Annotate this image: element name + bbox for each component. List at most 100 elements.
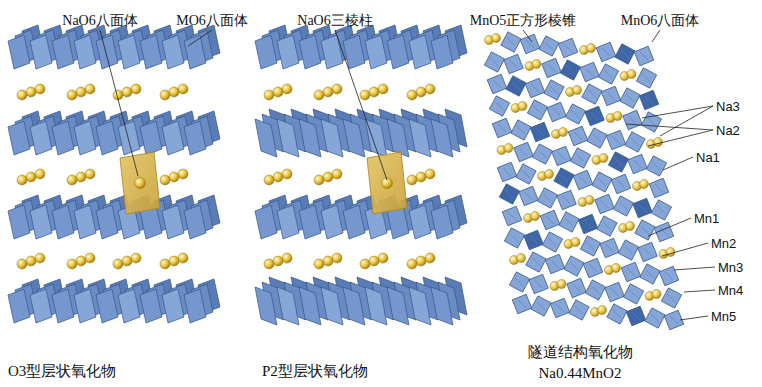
na-ion xyxy=(531,212,540,221)
leader-line xyxy=(648,130,713,146)
mo6-octahedron xyxy=(140,35,162,69)
octahedron-edge xyxy=(584,220,592,228)
octahedron-edge xyxy=(602,48,610,56)
mno6-octahedron xyxy=(511,120,531,140)
mno5-pyramid xyxy=(626,306,646,326)
octahedron-edge xyxy=(556,304,564,312)
polyhedron-label: MnO6八面体 xyxy=(621,13,700,28)
mo6-octahedron xyxy=(8,121,30,155)
mo6-octahedron xyxy=(162,205,184,239)
na-ion xyxy=(585,196,594,205)
mno6-octahedron xyxy=(509,272,529,292)
mo6-octahedron xyxy=(96,205,118,239)
mno6-octahedron xyxy=(598,64,618,84)
na-ion xyxy=(273,256,283,266)
mno6-octahedron xyxy=(559,212,579,232)
octahedron-edge xyxy=(625,246,633,254)
mno6-octahedron xyxy=(512,294,532,314)
mno6-octahedron xyxy=(607,304,627,324)
octahedron-edge xyxy=(550,86,558,94)
mno6-octahedron xyxy=(661,288,681,308)
mno6-octahedron xyxy=(646,156,666,176)
mo6-octahedron xyxy=(431,205,453,239)
mno6-octahedron xyxy=(501,32,521,52)
mno6-octahedron xyxy=(638,242,658,262)
octahedron-edge xyxy=(516,278,524,286)
mno6-octahedron xyxy=(651,200,671,220)
na-ion xyxy=(76,256,86,266)
mno6-octahedron xyxy=(502,206,522,226)
mno6-octahedron xyxy=(552,146,572,166)
mno6-octahedron xyxy=(516,164,536,184)
mno5-pyramid xyxy=(615,44,635,64)
mno6-octahedron xyxy=(542,232,562,252)
na-ion xyxy=(17,90,27,100)
na-ion xyxy=(323,256,333,266)
polyhedron-label: MO6八面体 xyxy=(176,13,248,28)
site-label: Mn2 xyxy=(711,236,736,251)
octahedron-edge xyxy=(631,138,639,146)
octahedron-edge xyxy=(493,80,501,88)
site-label: Mn5 xyxy=(711,309,736,324)
na-ion xyxy=(17,175,27,185)
site-label: Na2 xyxy=(716,123,740,138)
mo6-octahedron xyxy=(96,121,118,155)
mno6-octahedron xyxy=(527,100,547,120)
mno6-octahedron xyxy=(628,154,648,174)
mo6-octahedron xyxy=(184,35,206,69)
mno6-octahedron xyxy=(605,282,625,302)
leader-line xyxy=(188,30,212,46)
mo6-octahedron xyxy=(118,289,140,323)
mno6-octahedron xyxy=(606,130,626,150)
octahedron-edge xyxy=(641,226,649,234)
label-anchor: Mn5 xyxy=(711,307,736,325)
mno6-octahedron xyxy=(525,78,545,98)
na-ion xyxy=(122,256,132,266)
na-ion xyxy=(407,259,417,269)
mo6-octahedron xyxy=(343,35,365,69)
octahedron-edge xyxy=(645,96,653,104)
octahedron-edge xyxy=(615,158,623,166)
mo6-octahedron xyxy=(74,35,96,69)
mo6-octahedron xyxy=(8,289,30,323)
octahedron-edge xyxy=(572,110,580,118)
mo6-octahedron xyxy=(321,119,343,157)
site-label: Na1 xyxy=(696,150,720,165)
mo6-octahedron xyxy=(162,121,184,155)
mno6-octahedron xyxy=(565,104,585,124)
na-ion xyxy=(76,87,86,97)
na-ion xyxy=(571,238,580,247)
mo6-octahedron xyxy=(162,289,184,323)
octahedron-edge xyxy=(537,302,545,310)
na-ion xyxy=(17,259,27,269)
label-anchor: MO6八面体 xyxy=(176,11,248,29)
mo6-octahedron xyxy=(431,35,453,69)
mo6-octahedron xyxy=(299,35,321,69)
na-ion xyxy=(264,175,274,185)
mo6-octahedron xyxy=(387,119,409,157)
mo6-octahedron xyxy=(52,205,74,239)
label-anchor: MnO6八面体 xyxy=(621,11,700,29)
octahedron-edge xyxy=(592,286,600,294)
octahedron-edge xyxy=(548,64,556,72)
mo6-octahedron xyxy=(184,205,206,239)
octahedron-edge xyxy=(526,40,534,48)
mno6-octahedron xyxy=(659,266,679,286)
octahedron-edge xyxy=(587,242,595,250)
na-ion xyxy=(545,170,554,179)
na-ion xyxy=(425,169,435,179)
na-ion xyxy=(160,175,170,185)
mno6-octahedron xyxy=(557,190,577,210)
mo6-octahedron xyxy=(299,119,321,157)
octahedron-edge xyxy=(611,288,619,296)
na-ion xyxy=(131,253,141,263)
mo6-octahedron xyxy=(409,287,431,325)
octahedron-edge xyxy=(603,222,611,230)
octahedron-edge xyxy=(589,264,597,272)
mno5-pyramid xyxy=(560,60,580,80)
na-ion xyxy=(598,306,607,315)
na-ion xyxy=(378,253,388,263)
mno6-octahedron xyxy=(573,170,593,190)
octahedron-edge xyxy=(510,60,518,68)
octahedron-edge xyxy=(518,300,526,308)
